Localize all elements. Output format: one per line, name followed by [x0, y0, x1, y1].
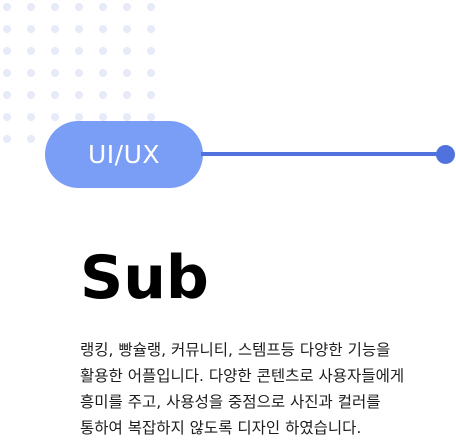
category-tag-label: UI/UX [87, 140, 161, 169]
pattern-dot [27, 113, 35, 121]
description-line: 활용한 어플입니다. 다양한 콘텐츠로 사용자들에게 [80, 367, 405, 385]
category-tag: UI/UX [45, 121, 203, 188]
pattern-dot [3, 3, 11, 11]
description-line: 통하여 복잡하지 않도록 디자인 하였습니다. [80, 419, 362, 437]
pattern-dot [147, 25, 155, 33]
pattern-dot [75, 69, 83, 77]
pattern-dot [123, 91, 131, 99]
pattern-dot [3, 113, 11, 121]
pattern-dot [147, 47, 155, 55]
pattern-dot [3, 47, 11, 55]
pattern-dot [123, 3, 131, 11]
project-description: 랭킹, 빵슐랭, 커뮤니티, 스템프등 다양한 기능을 활용한 어플입니다. 다… [80, 337, 456, 441]
pattern-dot [99, 47, 107, 55]
pattern-dot [3, 91, 11, 99]
pattern-dot [51, 91, 59, 99]
pattern-dot [27, 69, 35, 77]
pattern-dot [27, 25, 35, 33]
pattern-dot [3, 69, 11, 77]
pattern-dot [51, 69, 59, 77]
dot-pattern-decoration [0, 0, 165, 150]
pattern-dot [75, 113, 83, 121]
pattern-dot [99, 69, 107, 77]
connector-end-dot [436, 145, 455, 164]
pattern-dot [147, 69, 155, 77]
pattern-dot [27, 135, 35, 143]
project-title: Sub [80, 243, 209, 313]
pattern-dot [27, 3, 35, 11]
pattern-dot [99, 25, 107, 33]
pattern-dot [123, 113, 131, 121]
pattern-dot [51, 47, 59, 55]
connector-line [201, 152, 441, 156]
pattern-dot [27, 91, 35, 99]
pattern-dot [147, 91, 155, 99]
pattern-dot [51, 3, 59, 11]
pattern-dot [75, 91, 83, 99]
pattern-dot [75, 3, 83, 11]
pattern-dot [51, 113, 59, 121]
pattern-dot [147, 3, 155, 11]
pattern-dot [75, 25, 83, 33]
pattern-dot [123, 69, 131, 77]
pattern-dot [51, 25, 59, 33]
pattern-dot [27, 47, 35, 55]
pattern-dot [3, 25, 11, 33]
pattern-dot [3, 135, 11, 143]
pattern-dot [99, 113, 107, 121]
pattern-dot [75, 47, 83, 55]
pattern-dot [99, 3, 107, 11]
pattern-dot [99, 91, 107, 99]
description-line: 랭킹, 빵슐랭, 커뮤니티, 스템프등 다양한 기능을 [80, 341, 391, 359]
pattern-dot [123, 25, 131, 33]
pattern-dot [123, 47, 131, 55]
pattern-dot [147, 113, 155, 121]
description-line: 흥미를 주고, 사용성을 중점으로 사진과 컬러를 [80, 393, 381, 411]
